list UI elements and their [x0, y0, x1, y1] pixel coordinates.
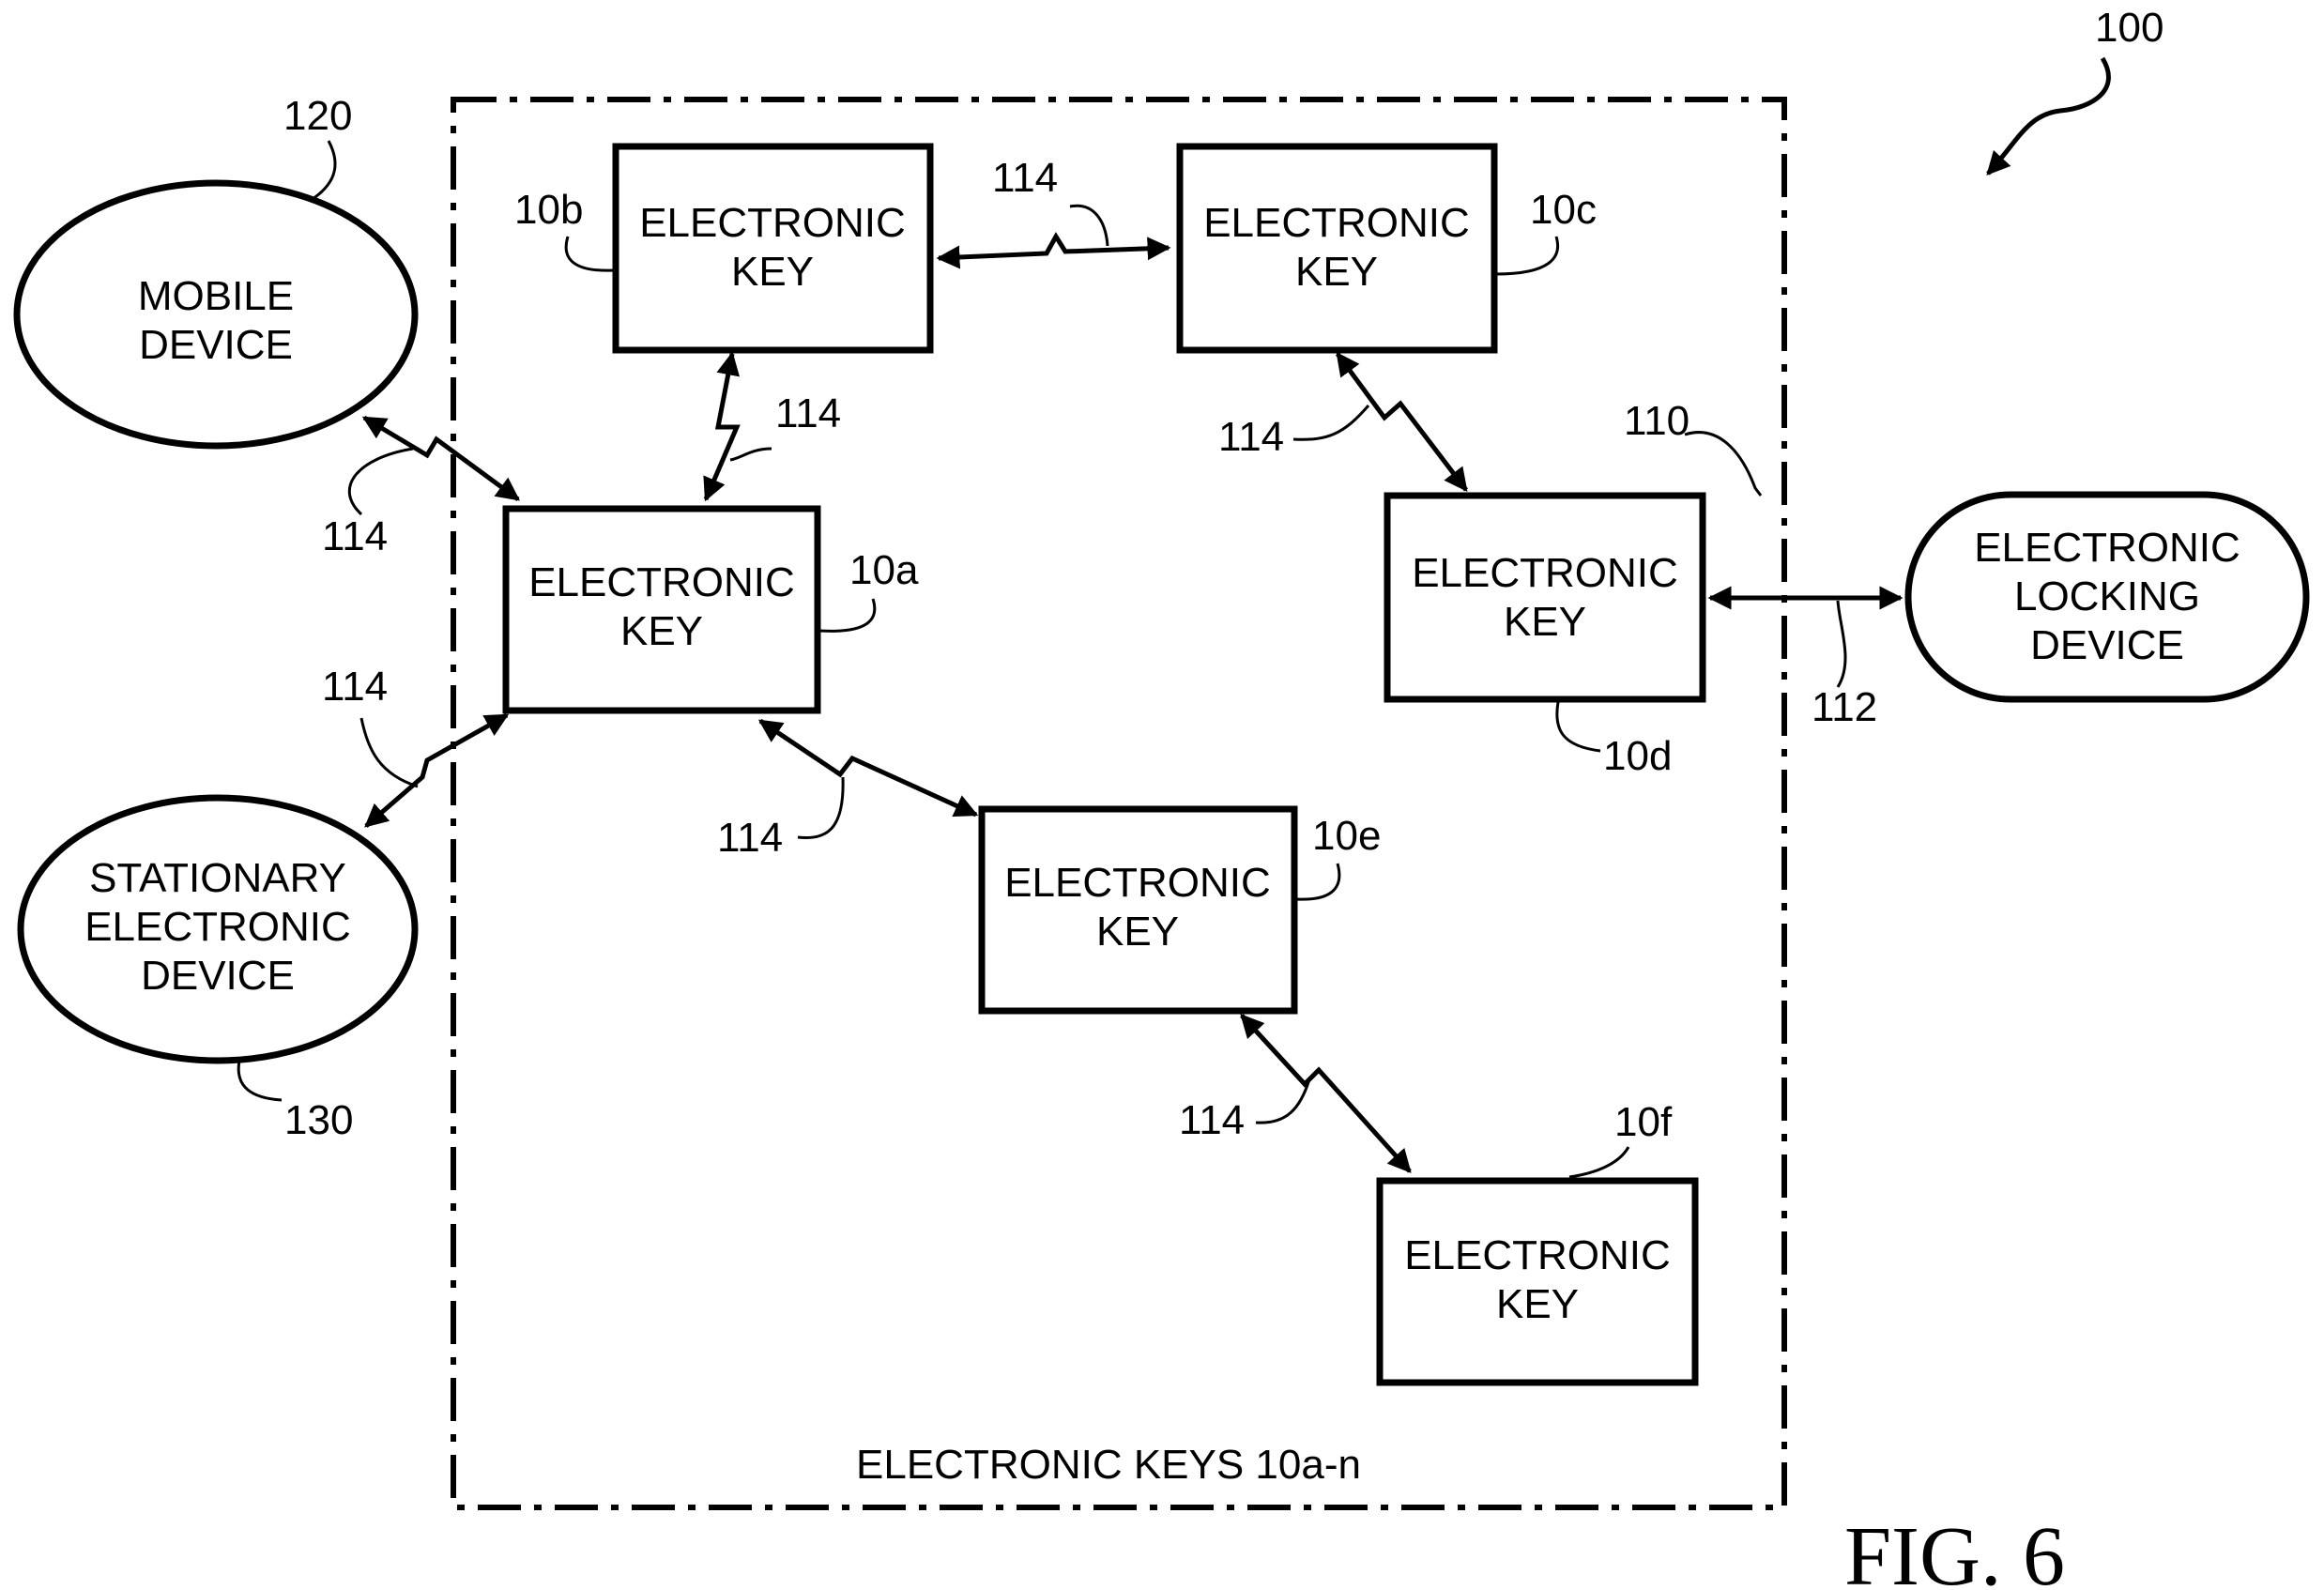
- stationary-electronic-device: STATIONARY ELECTRONIC DEVICE: [21, 798, 415, 1061]
- wireless-link-10e-10f-ref: 114: [1179, 1097, 1245, 1143]
- key-10e-ref-leader: [1296, 864, 1339, 899]
- electronic-key-10b: ELECTRONIC KEY: [616, 146, 930, 350]
- stationary-device-label-2: ELECTRONIC: [84, 904, 351, 950]
- key-10b-label-1: ELECTRONIC: [639, 200, 906, 246]
- electronic-keys-group-label: ELECTRONIC KEYS 10a-n: [856, 1442, 1361, 1488]
- key-10d-ref-leader: [1557, 702, 1600, 751]
- key-10a-ref-leader: [819, 599, 875, 631]
- wireless-link-10e-10f: [1242, 1016, 1410, 1171]
- mobile-device-label-1: MOBILE: [138, 273, 294, 319]
- mobile-device-ref: 120: [283, 93, 352, 139]
- wireless-link-10b-10a-leader: [730, 449, 772, 460]
- wireless-link-stationary-10a-ref: 114: [322, 664, 388, 710]
- stationary-device-label-3: DEVICE: [141, 953, 295, 999]
- wireless-link-10a-10e-leader: [798, 777, 843, 837]
- wireless-link-10b-10c: [939, 237, 1169, 258]
- wireless-link-mobile-10a-ref: 114: [322, 513, 388, 559]
- wireless-link-10e-10f-leader: [1256, 1079, 1309, 1123]
- wireless-link-mobile-10a-leader: [349, 449, 413, 514]
- key-10e-label-1: ELECTRONIC: [1004, 860, 1271, 906]
- figure-label: FIG. 6: [1844, 1510, 2065, 1590]
- key-10f-label-2: KEY: [1496, 1281, 1579, 1327]
- key-10f-ref: 10f: [1614, 1099, 1673, 1145]
- key-10e-label-2: KEY: [1096, 909, 1179, 955]
- wireless-link-10b-10a: [706, 354, 737, 499]
- wireless-link-10a-10e: [760, 721, 976, 815]
- key-10c-ref: 10c: [1530, 187, 1597, 233]
- key-10a-label-2: KEY: [620, 608, 703, 654]
- locking-device-label-3: DEVICE: [2030, 622, 2184, 668]
- key-10c-ref-leader: [1496, 237, 1558, 274]
- wired-link-ref: 112: [1812, 684, 1877, 730]
- key-10a-label-1: ELECTRONIC: [528, 559, 795, 605]
- electronic-key-10e: ELECTRONIC KEY: [982, 809, 1294, 1011]
- mobile-device-label-2: DEVICE: [139, 322, 293, 368]
- locking-device-ref: 110: [1624, 398, 1689, 444]
- key-10b-ref: 10b: [514, 187, 583, 233]
- locking-device-ref-leader: [1685, 433, 1761, 496]
- wired-link-ref-leader: [1838, 601, 1845, 687]
- key-10b-label-2: KEY: [731, 249, 814, 295]
- system-ref-arrow: [1988, 58, 2108, 174]
- system-ref-label: 100: [2095, 5, 2163, 51]
- wireless-link-10b-10a-ref: 114: [775, 390, 841, 436]
- electronic-key-10d: ELECTRONIC KEY: [1387, 496, 1703, 699]
- key-10c-label-2: KEY: [1295, 249, 1378, 295]
- wireless-link-10c-10d: [1338, 354, 1466, 490]
- key-10b-ref-leader: [566, 237, 614, 270]
- key-10d-ref: 10d: [1603, 733, 1672, 779]
- stationary-device-ref-leader: [238, 1061, 282, 1100]
- locking-device-label-2: LOCKING: [2014, 573, 2200, 619]
- mobile-device: MOBILE DEVICE: [17, 183, 415, 446]
- key-10f-ref-leader: [1569, 1147, 1628, 1177]
- wireless-link-10c-10d-leader: [1293, 405, 1368, 439]
- key-10a-ref: 10a: [849, 547, 919, 593]
- electronic-key-10c: ELECTRONIC KEY: [1180, 146, 1494, 350]
- electronic-key-10a: ELECTRONIC KEY: [506, 509, 818, 711]
- wireless-link-mobile-10a: [364, 418, 518, 499]
- stationary-device-ref: 130: [284, 1097, 353, 1143]
- wireless-link-10b-10c-leader: [1070, 206, 1108, 246]
- wireless-link-10b-10c-ref: 114: [992, 155, 1058, 201]
- electronic-key-10f: ELECTRONIC KEY: [1380, 1181, 1695, 1383]
- wireless-link-10c-10d-ref: 114: [1218, 414, 1284, 460]
- key-10d-label-1: ELECTRONIC: [1412, 550, 1678, 596]
- stationary-device-label-1: STATIONARY: [89, 855, 346, 901]
- mobile-device-ref-leader: [310, 141, 335, 201]
- key-10d-label-2: KEY: [1504, 599, 1586, 645]
- key-10f-label-1: ELECTRONIC: [1404, 1232, 1671, 1278]
- electronic-locking-device: ELECTRONIC LOCKING DEVICE: [1908, 495, 2306, 699]
- key-10c-label-1: ELECTRONIC: [1203, 200, 1470, 246]
- key-10e-ref: 10e: [1312, 813, 1381, 859]
- locking-device-label-1: ELECTRONIC: [1974, 525, 2240, 571]
- wireless-link-stationary-10a-leader: [361, 718, 418, 787]
- wireless-link-10a-10e-ref: 114: [717, 815, 783, 861]
